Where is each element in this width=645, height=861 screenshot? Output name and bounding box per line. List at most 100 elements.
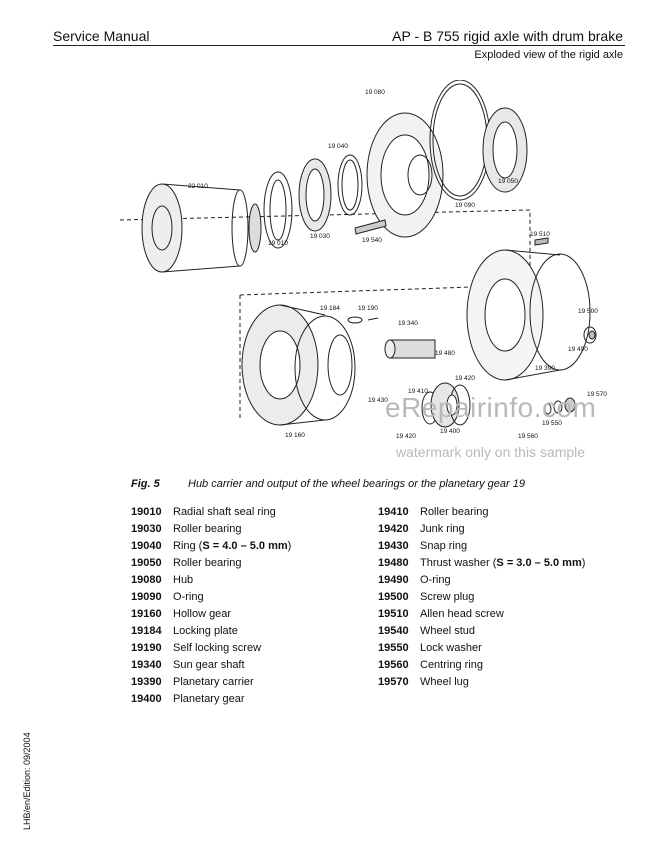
part-number: 19080: [131, 574, 162, 586]
parts-row: 19420 Junk ring: [378, 523, 585, 540]
part-number: 19500: [378, 591, 409, 603]
part-number: 19184: [131, 625, 162, 637]
parts-list-right: 19410 Roller bearing 19420 Junk ring 19430 Sn…: [378, 506, 585, 693]
part-description: Locking plate: [173, 625, 238, 637]
callout-19560: 19 560: [518, 433, 538, 440]
parts-row: 19540 Wheel stud: [378, 625, 585, 642]
parts-row: 19410 Roller bearing: [378, 506, 585, 523]
callout-19050: 19 050: [498, 178, 518, 185]
parts-row: 19550 Lock washer: [378, 642, 585, 659]
part-description: Planetary carrier: [173, 676, 254, 688]
part-description: Snap ring: [420, 540, 468, 552]
callout-19510: 19 510: [530, 231, 550, 238]
figure-label: Fig. 5: [131, 478, 160, 490]
callout-19090: 19 090: [455, 202, 475, 209]
part-number: 19410: [378, 506, 409, 518]
callout-19550: 19 550: [542, 420, 562, 427]
part-description: Ring (S = 4.0 – 5.0 mm): [173, 540, 291, 552]
part-number: 19550: [378, 642, 409, 654]
part-description: Hub: [173, 574, 194, 586]
part-description: Lock washer: [420, 642, 482, 654]
part-description: Radial shaft seal ring: [173, 506, 276, 518]
part-description: Roller bearing: [173, 523, 242, 535]
part-number: 19560: [378, 659, 409, 671]
part-number: 19430: [378, 540, 409, 552]
part-description: Hollow gear: [173, 608, 232, 620]
callout-19030: 19 030: [310, 233, 330, 240]
callout-19390: 19 390: [535, 365, 555, 372]
parts-row: 19400 Planetary gear: [131, 693, 291, 710]
parts-row: 19160 Hollow gear: [131, 608, 291, 625]
part-description-suffix: ): [287, 540, 292, 552]
parts-row: 19080 Hub: [131, 574, 291, 591]
part-number: 19420: [378, 523, 409, 535]
part-number: 19490: [378, 574, 409, 586]
part-number: 19540: [378, 625, 409, 637]
part-description: O-ring: [173, 591, 204, 603]
edition-note: LHB/en/Edition: 09/2004: [22, 732, 32, 830]
callout-19490: 19 490: [568, 346, 588, 353]
part-description: Junk ring: [420, 523, 465, 535]
part-description-dimension: S = 4.0 – 5.0 mm: [202, 540, 288, 552]
callout-19340: 19 340: [398, 320, 418, 327]
part-number: 19050: [131, 557, 162, 569]
callout-19190: 19 190: [358, 305, 378, 312]
part-description: Screw plug: [420, 591, 475, 603]
header-divider: [53, 45, 625, 46]
part-description: Thrust washer (S = 3.0 – 5.0 mm): [420, 557, 585, 569]
part-number: 19030: [131, 523, 162, 535]
parts-row: 19190 Self locking screw: [131, 642, 291, 659]
part-description: Self locking screw: [173, 642, 262, 654]
header-subtitle: Exploded view of the rigid axle: [474, 49, 623, 61]
watermark-site: eRepairinfo.com: [385, 392, 597, 423]
part-description: Wheel stud: [420, 625, 476, 637]
parts-row: 19340 Sun gear shaft: [131, 659, 291, 676]
parts-row: 19390 Planetary carrier: [131, 676, 291, 693]
parts-row: 19030 Roller bearing: [131, 523, 291, 540]
callout-19420-bottom: 19 420: [396, 433, 416, 440]
callout-19500: 19 500: [578, 308, 598, 315]
parts-row: 19430 Snap ring: [378, 540, 585, 557]
figure-caption: Hub carrier and output of the wheel bear…: [188, 478, 525, 490]
part-number: 19160: [131, 608, 162, 620]
callout-19400: 19 400: [440, 428, 460, 435]
callout-19184: 19 184: [320, 305, 340, 312]
callout-19480: 19 480: [435, 350, 455, 357]
part-number: 19400: [131, 693, 162, 705]
callout-19040: 19 040: [328, 143, 348, 150]
part-number: 19340: [131, 659, 162, 671]
part-description: Sun gear shaft: [173, 659, 245, 671]
part-number: 19390: [131, 676, 162, 688]
callout-19420-top: 19 420: [455, 375, 475, 382]
part-number: 19190: [131, 642, 162, 654]
parts-row: 19480 Thrust washer (S = 3.0 – 5.0 mm): [378, 557, 585, 574]
part-description-prefix: Thrust washer (: [420, 557, 497, 569]
callout-19540: 19 540: [362, 237, 382, 244]
part-description: Allen head screw: [420, 608, 504, 620]
parts-row: 19500 Screw plug: [378, 591, 585, 608]
callout-19430: 19 430: [368, 397, 388, 404]
parts-row: 19050 Roller bearing: [131, 557, 291, 574]
callout-19080: 19 080: [365, 89, 385, 96]
callout-22010: 22 010: [188, 183, 208, 190]
callout-19160: 19 160: [285, 432, 305, 439]
part-description: Roller bearing: [420, 506, 489, 518]
callout-19570: 19 570: [587, 391, 607, 398]
header-title: Service Manual: [53, 28, 150, 44]
part-description: Wheel lug: [420, 676, 469, 688]
part-description-dimension: S = 3.0 – 5.0 mm: [496, 557, 582, 569]
part-description: Centring ring: [420, 659, 483, 671]
header-model: AP - B 755 rigid axle with drum brake: [392, 28, 623, 44]
part-description: Planetary gear: [173, 693, 245, 705]
watermark-note: watermark only on this sample: [396, 444, 586, 460]
callout-19010: 19 010: [268, 240, 288, 247]
part-number: 19480: [378, 557, 409, 569]
parts-row: 19184 Locking plate: [131, 625, 291, 642]
part-description-prefix: Ring (: [173, 540, 203, 552]
part-description: Roller bearing: [173, 557, 242, 569]
